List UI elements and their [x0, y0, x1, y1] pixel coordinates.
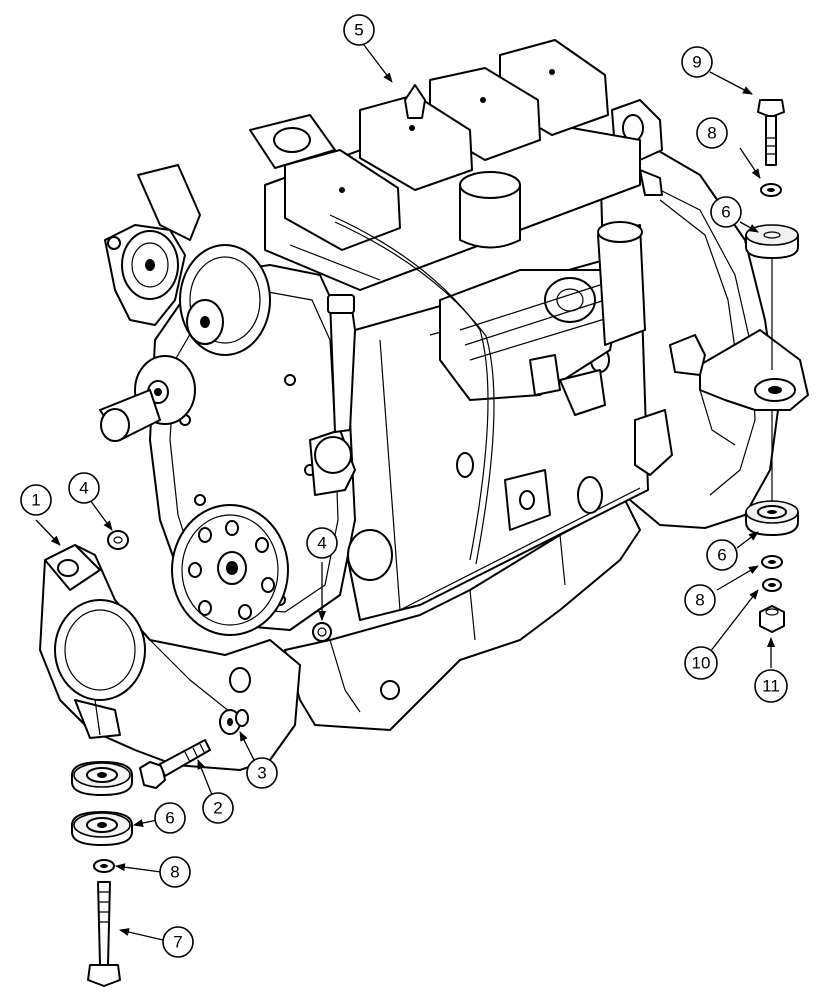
svg-text:4: 4	[79, 479, 88, 498]
svg-text:1: 1	[31, 491, 40, 510]
svg-text:6: 6	[721, 203, 730, 222]
oil-pan	[284, 499, 641, 731]
callout-10: 10	[684, 646, 718, 680]
lockwasher-part-10	[762, 578, 782, 592]
spacer-part-4-right	[312, 622, 332, 642]
oil-fill-tube	[327, 294, 356, 433]
bolt-part-2	[139, 739, 211, 789]
washer-part-8-top	[760, 183, 782, 197]
svg-text:6: 6	[165, 809, 174, 828]
callout-4-right: 4	[306, 527, 338, 559]
svg-text:8: 8	[707, 124, 716, 143]
callout-9: 9	[681, 46, 713, 78]
isolator-part-6-upper-left	[71, 761, 133, 796]
washer-part-8-left	[93, 859, 115, 873]
spacer-part-4-left	[107, 530, 129, 550]
callout-2: 2	[202, 792, 234, 824]
injection-pump	[329, 214, 646, 565]
water-pump-pulley	[179, 244, 271, 356]
callout-leaders	[35, 44, 775, 941]
bolt-part-7	[87, 881, 121, 987]
callout-8-left: 8	[159, 856, 191, 888]
callout-11: 11	[754, 669, 788, 703]
nut-part-11	[759, 605, 785, 633]
callout-4-left: 4	[68, 472, 100, 504]
engine-assembly	[99, 39, 809, 731]
svg-text:4: 4	[317, 534, 326, 553]
svg-text:8: 8	[695, 591, 704, 610]
callout-6-left: 6	[154, 802, 186, 834]
svg-text:9: 9	[692, 53, 701, 72]
svg-text:2: 2	[213, 799, 222, 818]
washer-part-8-right	[761, 555, 783, 569]
svg-text:6: 6	[717, 546, 726, 565]
bolt-part-9	[757, 99, 785, 166]
svg-text:11: 11	[762, 677, 780, 696]
isolator-part-6-top-right	[745, 224, 799, 259]
alternator	[104, 164, 201, 326]
tensioner-pulley	[99, 355, 196, 442]
isolator-part-6-right	[745, 500, 799, 536]
crankshaft-pulley	[171, 504, 289, 636]
callout-7: 7	[162, 926, 194, 958]
callout-8-top: 8	[696, 117, 728, 149]
callout-5: 5	[343, 14, 375, 46]
callout-3: 3	[246, 757, 278, 789]
svg-text:3: 3	[257, 764, 266, 783]
svg-text:7: 7	[173, 933, 182, 952]
callout-6-right: 6	[706, 539, 738, 571]
isolator-part-6-lower-left	[71, 811, 133, 846]
rocker-cover	[249, 39, 641, 291]
callout-8-right: 8	[684, 584, 716, 616]
svg-text:5: 5	[354, 21, 363, 40]
callout-1: 1	[20, 484, 52, 516]
washer-part-3	[219, 709, 249, 735]
svg-text:10: 10	[692, 654, 711, 673]
svg-text:8: 8	[170, 863, 179, 882]
callout-6-top-right: 6	[710, 196, 742, 228]
